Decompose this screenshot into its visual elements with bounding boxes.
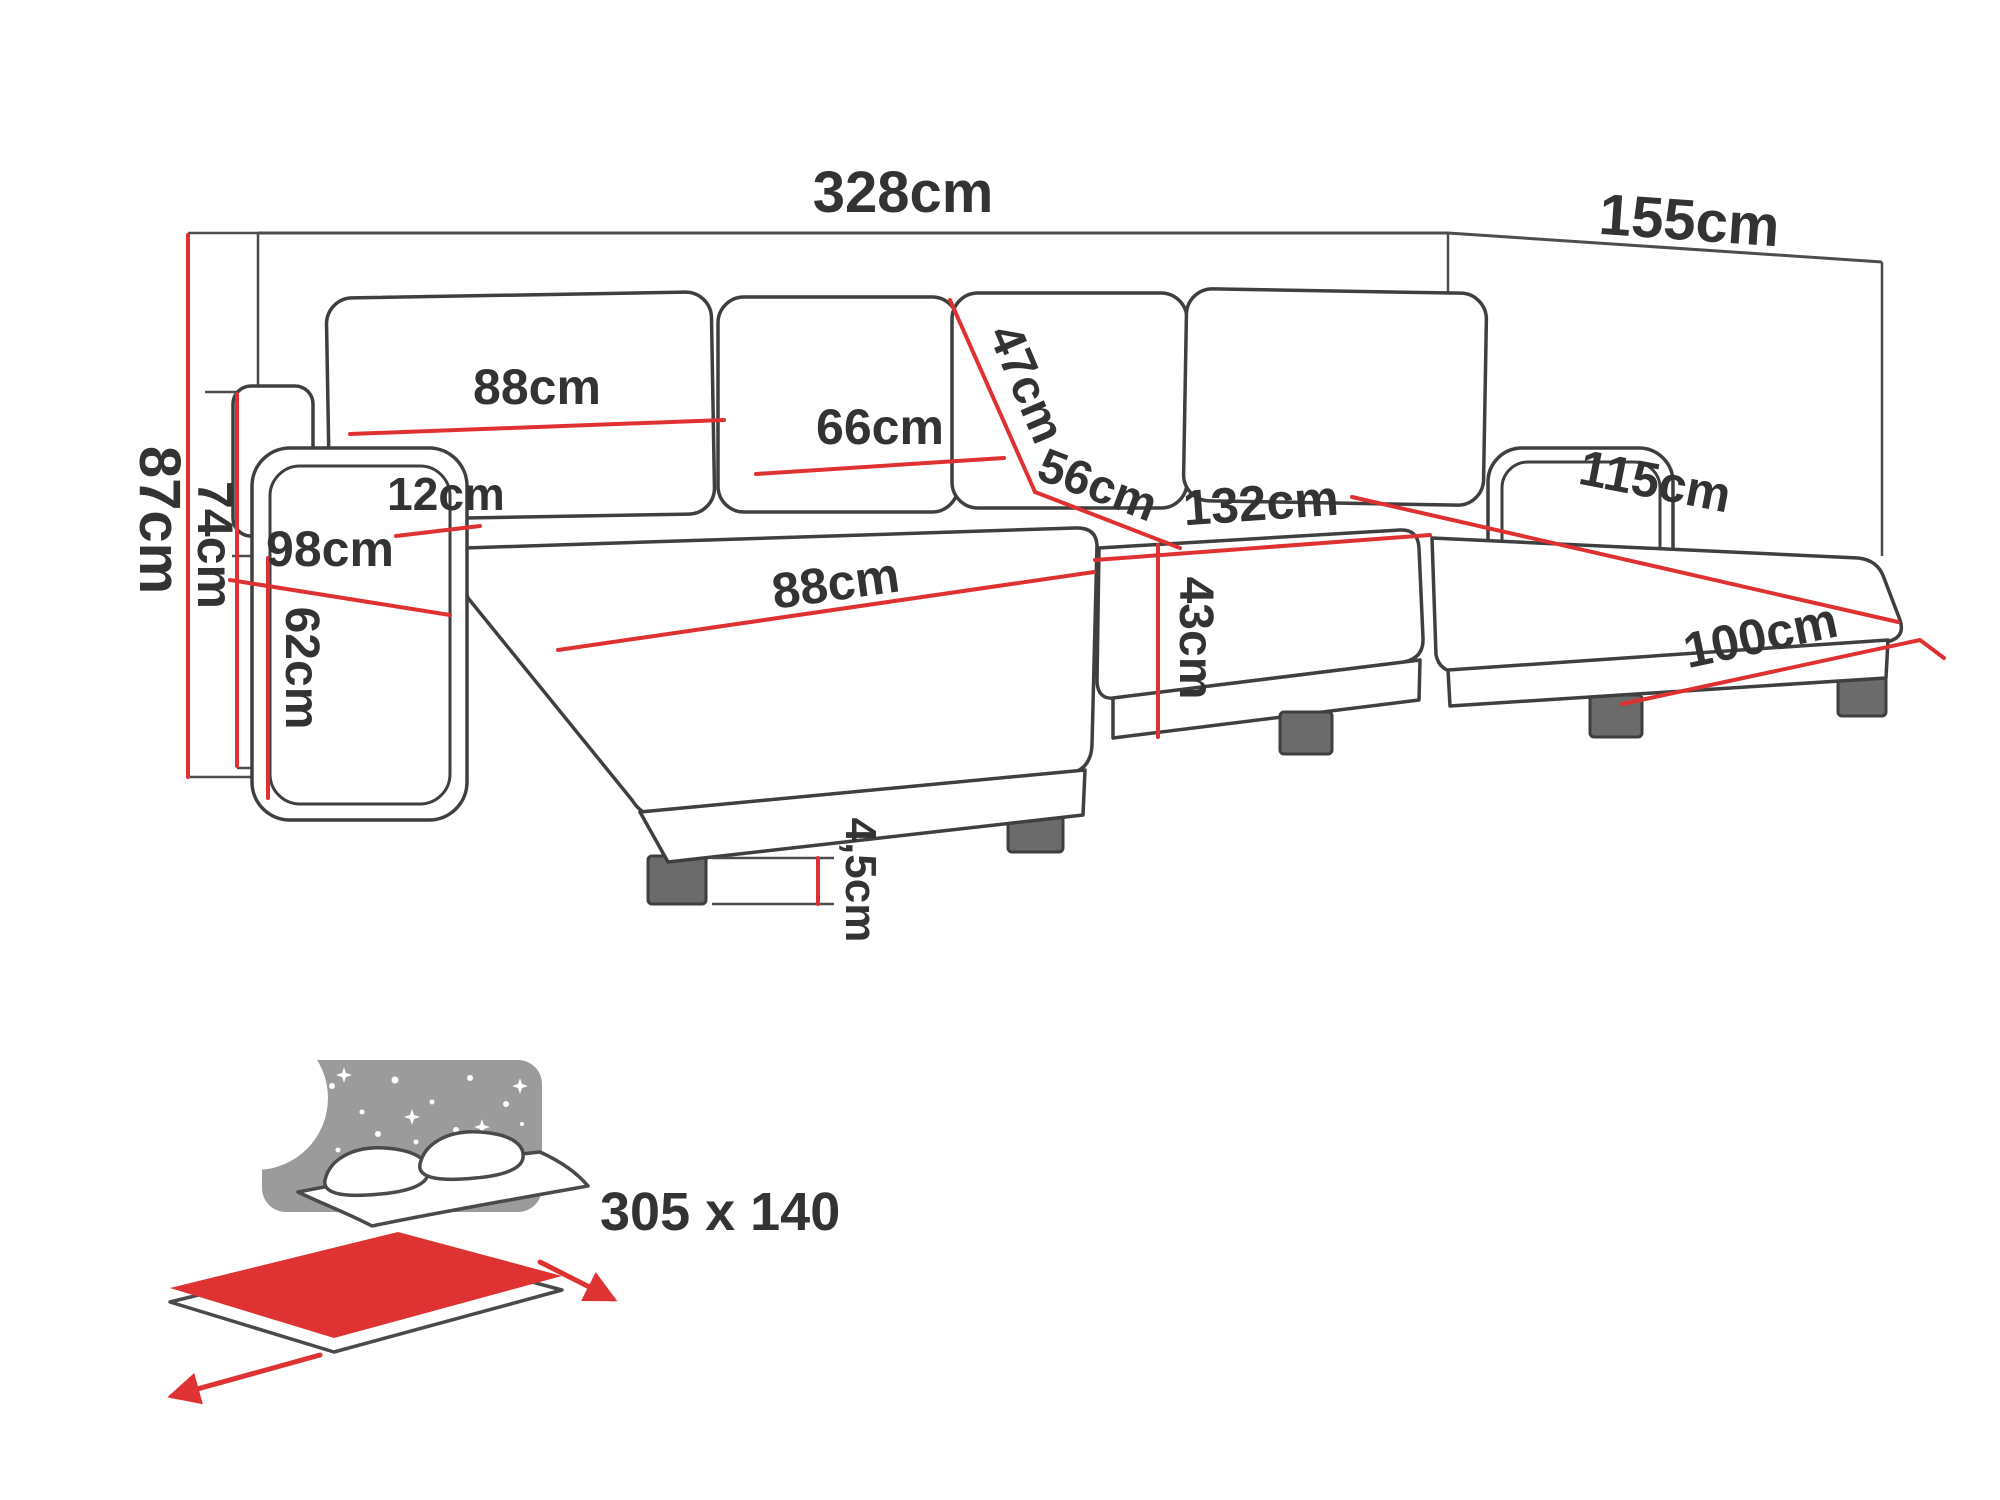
middle-seat-front [1111,658,1422,740]
label-armrest-height: 62cm [275,607,328,730]
left-chaise-front [638,768,1087,864]
label-back-cushion-width: 88cm [473,359,601,415]
label-center-back-cushion-width: 66cm [816,399,944,455]
bed-length-arrow [537,1259,618,1302]
back-cushion-4 [1181,287,1489,507]
dimension-line-back-cushion-width [348,418,726,436]
label-total-height: 87cm [127,446,192,594]
dimension-line-left-seat-width [556,570,1096,652]
label-center-seat-width: 132cm [1181,470,1340,537]
bed-dimension-arrows [167,1259,618,1405]
dimension-line-armrest-width [394,524,482,538]
bed-stars [329,1067,528,1184]
right-chaise-top [1430,536,1904,674]
dimension-line-right-chaise-length [1620,638,1946,706]
bed-mattress-surface [170,1232,562,1338]
left-armrest [250,446,469,822]
bed-width-arrow [167,1352,323,1405]
label-seat-height: 43cm [1169,577,1222,700]
left-chaise-leg-front [646,854,708,906]
leg-extension-lines [712,856,834,906]
dimension-line-center-seat-depth [1033,490,1182,550]
middle-seat-top [1095,528,1425,700]
label-left-chaise-depth: 98cm [266,521,394,577]
label-backrest-height: 74cm [187,481,243,609]
label-leg-height: 4,5cm [836,818,885,943]
dimension-line-total-depth [1447,231,1883,264]
label-total-depth: 155cm [1597,182,1782,259]
label-total-width: 328cm [813,160,994,225]
bed-size-label: 305 x 140 [600,1182,840,1242]
right-chaise-front [1446,638,1890,708]
label-armrest-width: 12cm [387,468,505,520]
bed-moon-shape [184,1026,328,1170]
sofa-drawing [231,287,1904,906]
dimension-line-center-back-cushion-width [754,456,1006,476]
dimension-line-center-seat-width [1093,533,1432,562]
dimension-line-left-chaise-depth [228,578,452,617]
bed-pillow-right [418,1130,525,1182]
dimension-line-back-cushion-height [948,298,1037,494]
extension-lines [188,231,1884,779]
sleeping-function-icon: 305 x 140 [167,1026,840,1405]
middle-seat-leg [1278,710,1334,756]
dimension-lines-red [186,233,1946,906]
dimension-line-right-chaise-width [1350,495,1900,624]
